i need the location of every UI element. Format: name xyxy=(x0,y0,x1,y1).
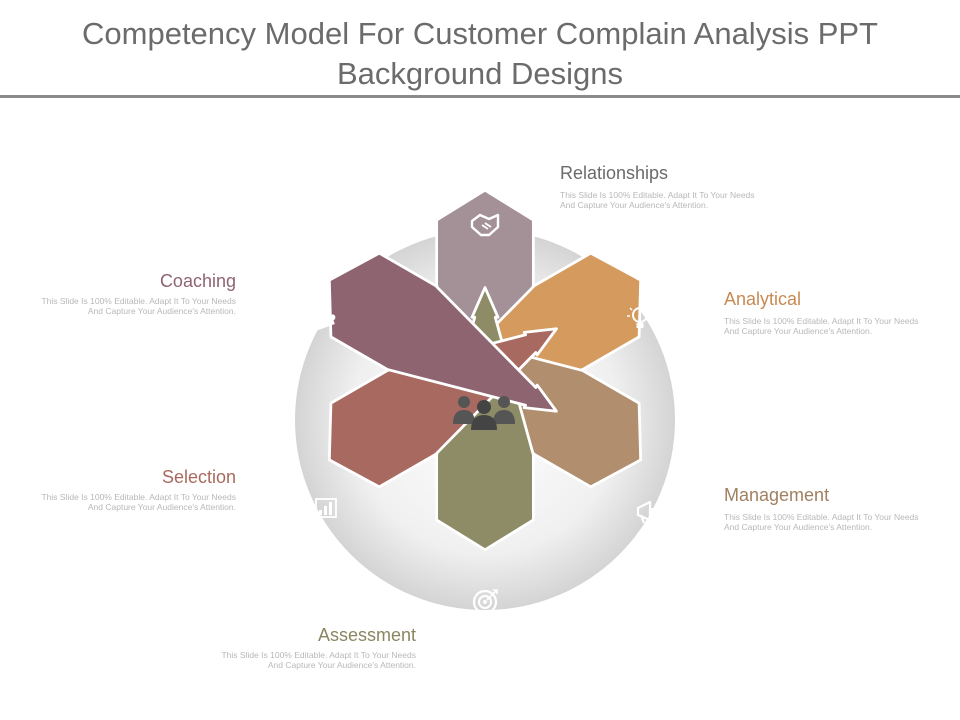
coaching-label: Coaching xyxy=(159,271,236,291)
assessment-label: Assessment xyxy=(317,625,416,645)
relationships-label: Relationships xyxy=(560,163,669,183)
puzzle-icon xyxy=(310,308,336,331)
coaching-description: This Slide Is 100% Editable. Adapt It To… xyxy=(41,296,236,316)
management-description: This Slide Is 100% Editable. Adapt It To… xyxy=(724,512,919,532)
bar-chart-icon xyxy=(315,498,337,518)
selection-description: This Slide Is 100% Editable. Adapt It To… xyxy=(41,492,236,512)
coaching-petal xyxy=(327,251,558,413)
selection-label: Selection xyxy=(161,467,236,487)
team-icon xyxy=(453,396,515,430)
megaphone-icon xyxy=(636,500,658,524)
analytical-description: This Slide Is 100% Editable. Adapt It To… xyxy=(724,316,919,336)
lightbulb-icon xyxy=(627,304,653,328)
target-icon xyxy=(472,589,498,615)
relationships-description: This Slide Is 100% Editable. Adapt It To… xyxy=(560,190,755,210)
analytical-label: Analytical xyxy=(724,289,802,309)
slide-title: Competency Model For Customer Complain A… xyxy=(82,16,878,91)
title-divider xyxy=(0,95,960,98)
handshake-icon xyxy=(470,213,500,237)
assessment-description: This Slide Is 100% Editable. Adapt It To… xyxy=(221,650,416,670)
management-label: Management xyxy=(724,485,830,505)
